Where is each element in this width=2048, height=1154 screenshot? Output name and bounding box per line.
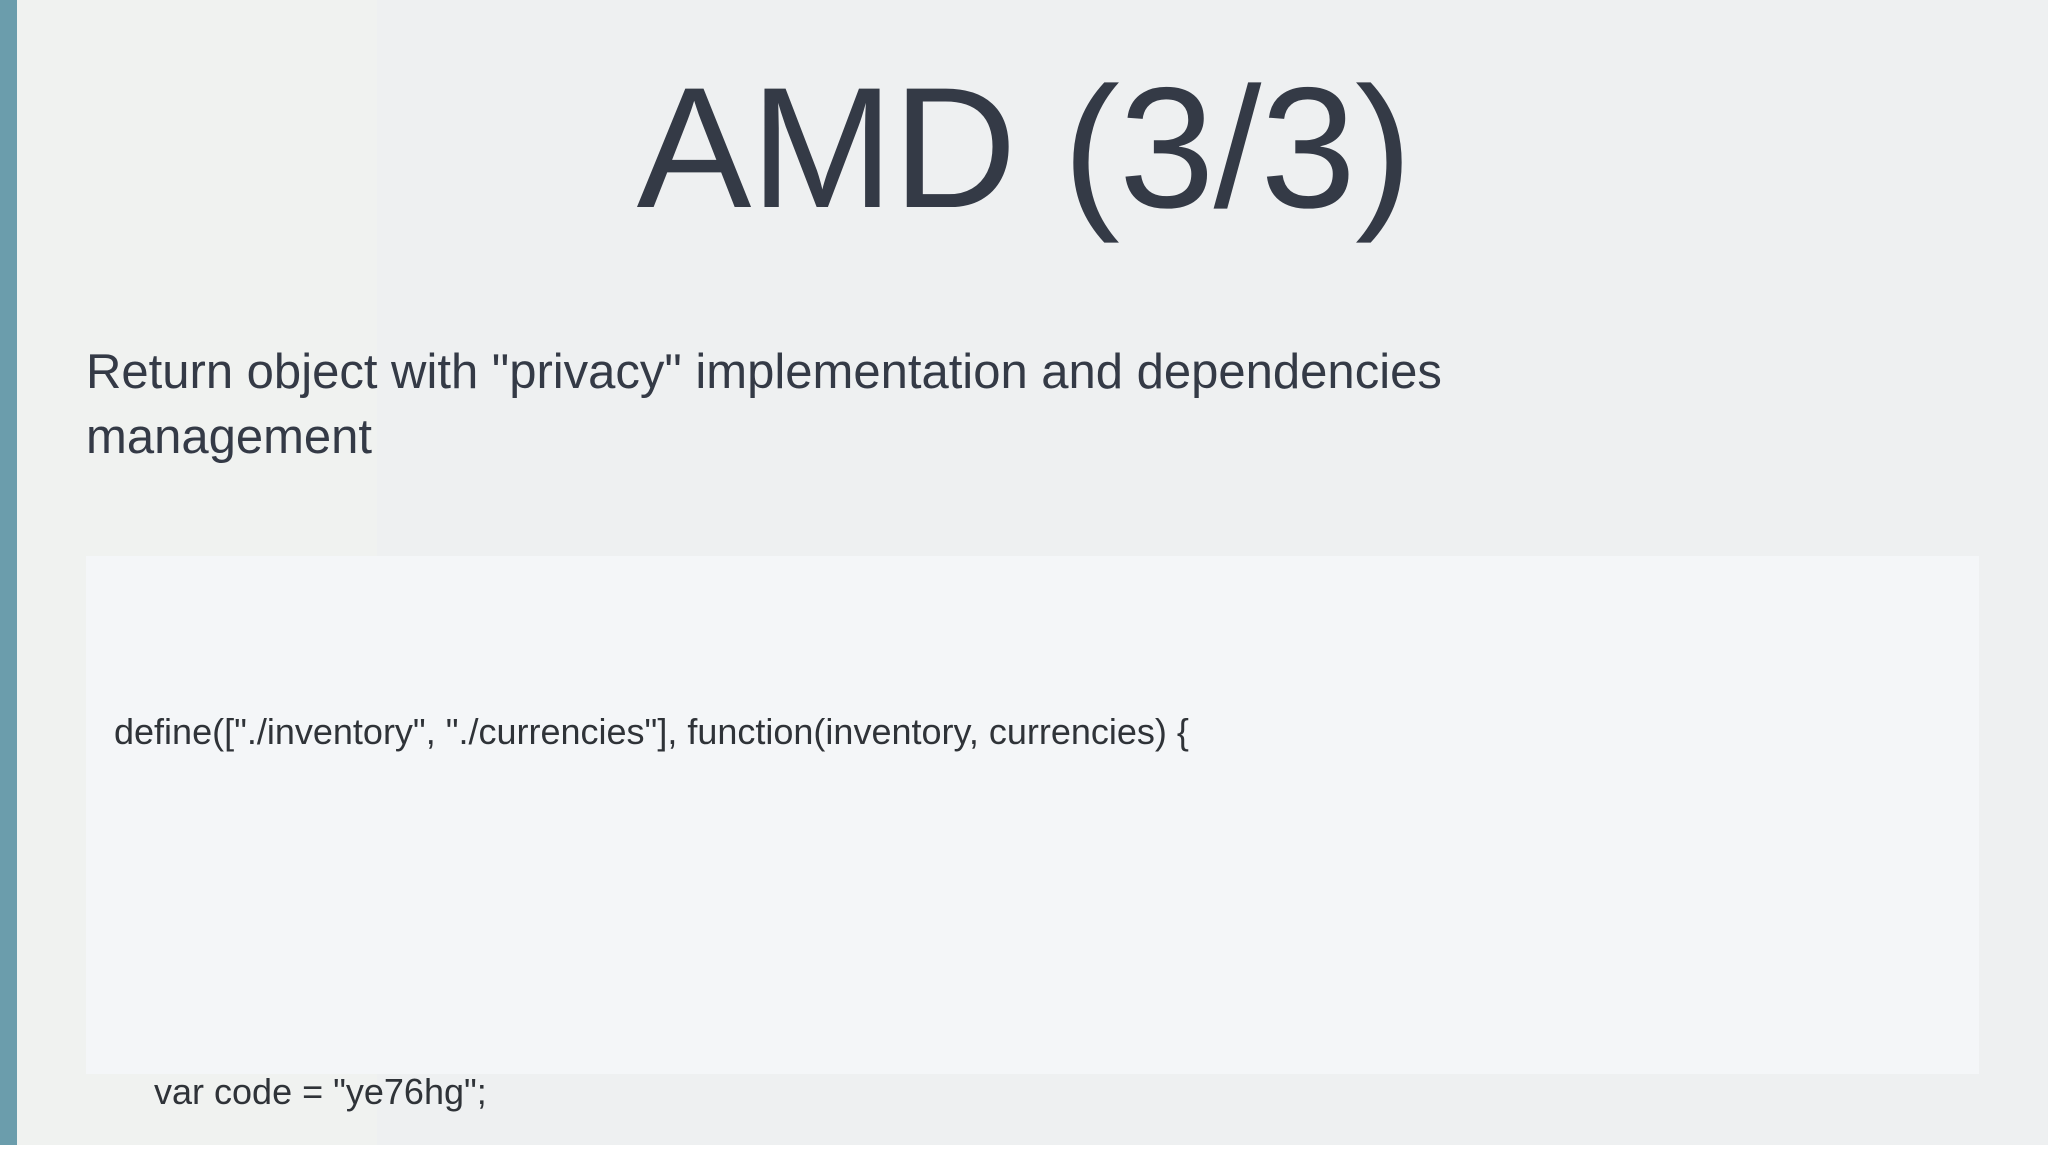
code-block-panel: define(["./inventory", "./currencies"], … (86, 556, 1979, 1112)
subtitle-line-2: management (86, 410, 373, 465)
code-line (114, 882, 1189, 942)
code-line: var code = "ye76hg"; (114, 1071, 487, 1112)
code-line: define(["./inventory", "./currencies"], … (114, 711, 1189, 752)
code-block-content: define(["./inventory", "./currencies"], … (114, 582, 1189, 1145)
subtitle-line-1: Return object with "privacy" implementat… (86, 345, 1442, 399)
page-title: AMD (3/3) (636, 52, 1413, 244)
left-accent-bar (0, 0, 17, 1145)
slide-subtitle: Return object with "privacy" implementat… (86, 340, 1886, 470)
